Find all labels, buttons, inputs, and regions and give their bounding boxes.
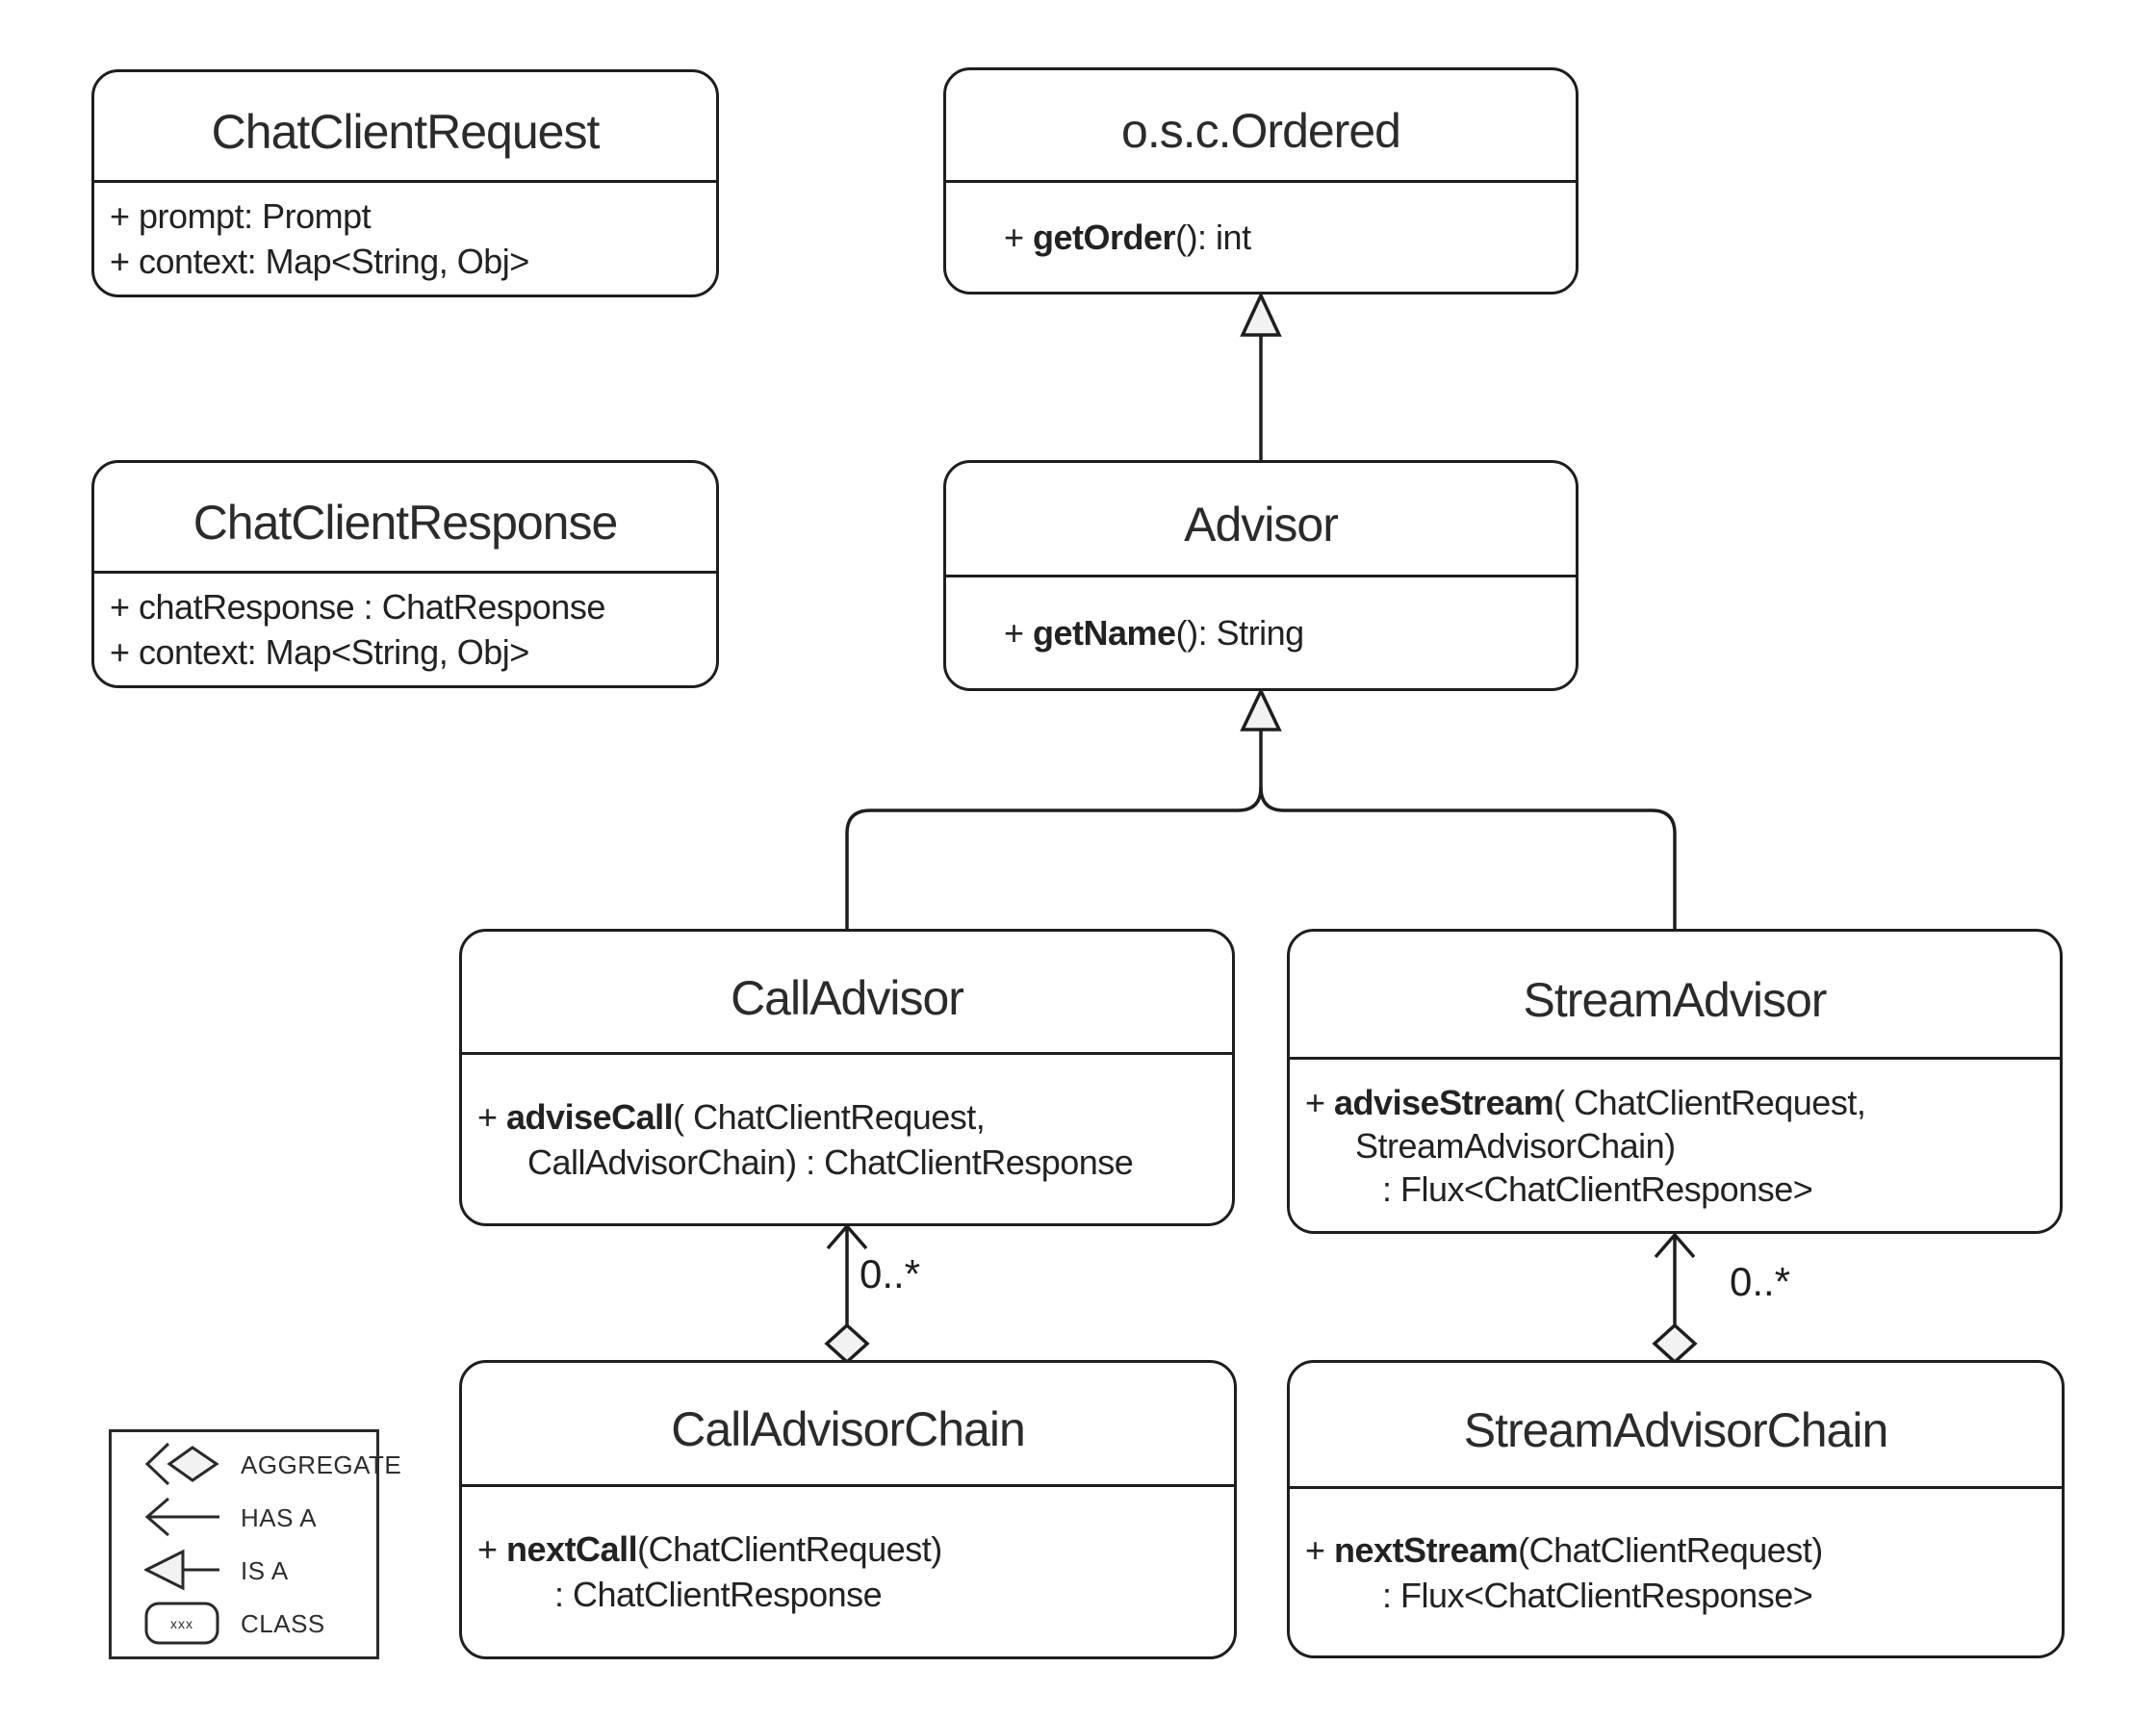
class-icon: xxx [144,1601,241,1647]
class-title: StreamAdvisor [1290,932,2060,1060]
method-line-continuation: : ChatClientResponse [554,1575,883,1614]
method-line-continuation: StreamAdvisorChain) [1355,1125,1676,1166]
legend-item-class: xxx CLASS [144,1602,376,1646]
class-title: StreamAdvisorChain [1290,1363,2062,1489]
open-arrowhead-icon [1654,1232,1696,1259]
class-box-chatclientresponse: ChatClientResponse + chatResponse : Chat… [91,460,719,688]
legend-label: AGGREGATE [241,1450,402,1479]
aggregate-diamond-icon [824,1322,870,1365]
attribute-line: + chatResponse : ChatResponse [110,587,605,627]
attribute-line: + context: Map<String, Obj> [110,632,529,672]
class-box-ordered: o.s.c.Ordered + getOrder(): int [943,67,1578,295]
class-box-streamadvisor: StreamAdvisor + adviseStream( ChatClient… [1287,929,2063,1234]
legend-label: HAS A [241,1502,318,1532]
legend-item-is-a: IS A [144,1549,376,1593]
class-box-chatclientrequest: ChatClientRequest + prompt: Prompt + con… [91,69,719,297]
class-members: + getName(): String [946,577,1576,688]
multiplicity-label-stream: 0..* [1730,1259,1791,1304]
multiplicity-label-call: 0..* [860,1251,921,1296]
aggregate-diamond-icon [1652,1322,1698,1365]
class-title: Advisor [946,463,1576,577]
legend-item-has-a: HAS A [144,1496,376,1540]
method-line-continuation: : Flux<ChatClientResponse> [1382,1168,1813,1209]
legend: AGGREGATE HAS A IS A xxx CLASS [109,1429,401,1659]
class-box-advisor: Advisor + getName(): String [943,460,1578,691]
method-line: + getName(): String [1004,613,1304,653]
class-title: ChatClientResponse [94,463,716,574]
open-arrowhead-icon [826,1223,868,1250]
method-line: + nextStream(ChatClientRequest) [1305,1529,1823,1570]
connector-branch-right [1259,786,1677,929]
attribute-line: + context: Map<String, Obj> [110,242,529,281]
class-title: CallAdvisorChain [462,1363,1234,1487]
is-a-connector-subclasses-to-advisor [845,686,1677,929]
class-members: + prompt: Prompt + context: Map<String, … [94,183,716,295]
connector-branch-left [845,730,1263,929]
class-members: + adviseStream( ChatClientRequest, Strea… [1290,1060,2060,1231]
class-title: o.s.c.Ordered [946,70,1576,183]
has-a-icon [144,1495,241,1541]
aggregate-connector-streamadvisorchain-to-streamadvisor [1652,1232,1698,1365]
class-box-calladvisorchain: CallAdvisorChain + nextCall(ChatClientRe… [459,1360,1237,1659]
method-line: + getOrder(): int [1004,218,1251,257]
method-line: + nextCall(ChatClientRequest) [477,1529,942,1569]
class-members: + nextCall(ChatClientRequest) : ChatClie… [462,1487,1234,1656]
legend-label: CLASS [241,1608,325,1638]
class-members: + nextStream(ChatClientRequest) : Flux<C… [1290,1489,2062,1655]
class-members: + adviseCall( ChatClientRequest, CallAdv… [462,1055,1232,1223]
method-line: + adviseCall( ChatClientRequest, [477,1096,986,1137]
class-members: + chatResponse : ChatResponse + context:… [94,574,716,685]
method-line: + adviseStream( ChatClientRequest, [1305,1082,1866,1122]
is-a-connector-advisor-to-ordered [1240,291,1282,460]
class-members: + getOrder(): int [946,183,1576,292]
is-a-icon [144,1548,241,1594]
is-a-triangle-icon [1240,686,1282,731]
attribute-line: + prompt: Prompt [110,196,372,236]
class-box-streamadvisorchain: StreamAdvisorChain + nextStream(ChatClie… [1287,1360,2065,1658]
method-line-continuation: CallAdvisorChain) : ChatClientResponse [527,1142,1134,1182]
class-title: CallAdvisor [462,932,1232,1055]
method-line-continuation: : Flux<ChatClientResponse> [1382,1575,1813,1615]
class-box-calladvisor: CallAdvisor + adviseCall( ChatClientRequ… [459,929,1235,1226]
svg-text:xxx: xxx [170,1616,193,1631]
is-a-triangle-icon [1240,291,1282,337]
aggregate-icon [144,1442,241,1488]
legend-item-aggregate: AGGREGATE [144,1442,401,1488]
class-title: ChatClientRequest [94,72,716,183]
legend-label: IS A [241,1555,289,1585]
